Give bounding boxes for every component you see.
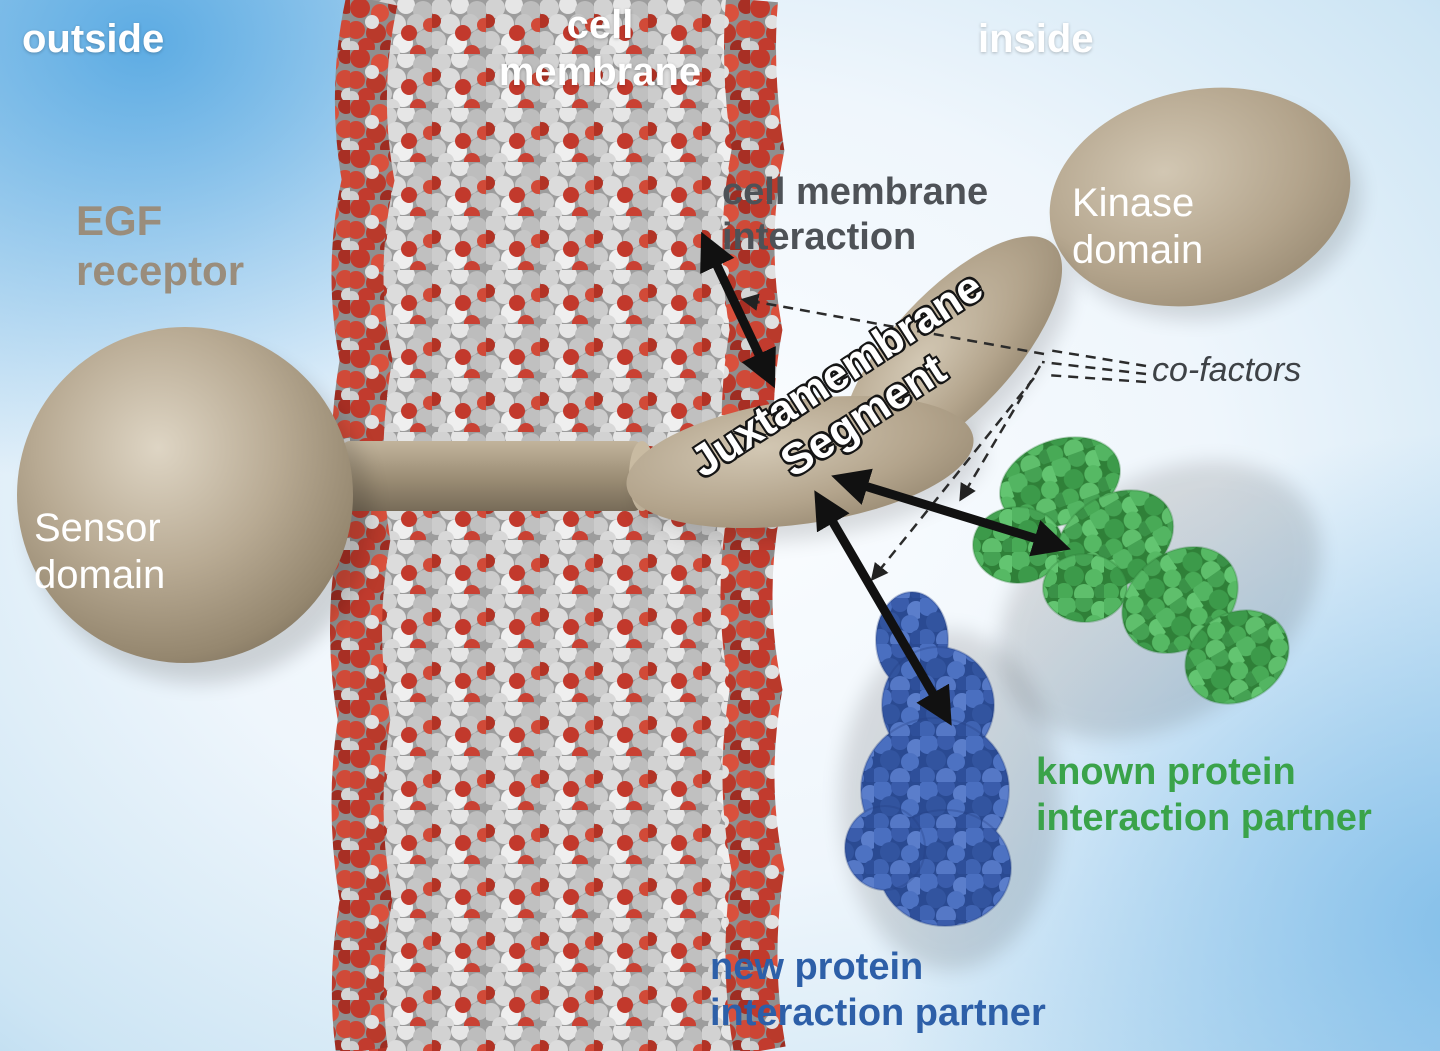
- label-sensor-domain-line2: domain: [34, 553, 166, 598]
- label-new-protein-line2: interaction partner: [710, 991, 1046, 1034]
- label-cell-membrane: cell membrane: [430, 2, 770, 96]
- label-known-protein-partner: known protein interaction partner: [1036, 750, 1372, 841]
- label-cell-membrane-interaction-line1: cell membrane: [722, 171, 989, 213]
- label-sensor-domain: Sensor domain: [34, 505, 165, 599]
- interaction-arrows: [700, 231, 1071, 726]
- label-cell-membrane-interaction: cell membrane interaction: [722, 170, 988, 260]
- label-kinase-domain-line2: domain: [1072, 228, 1204, 273]
- kinase-domain-ellipse: [1049, 87, 1361, 320]
- label-co-factors: co-factors: [1152, 351, 1302, 389]
- label-new-protein-partner: new protein interaction partner: [710, 945, 1046, 1036]
- label-egf-receptor-line1: EGF: [76, 197, 163, 244]
- label-kinase-domain: Kinase domain: [1072, 180, 1203, 274]
- label-sensor-domain-line1: Sensor: [34, 506, 161, 550]
- transmembrane-connector: [342, 441, 655, 511]
- label-known-protein-line2: interaction partner: [1036, 796, 1372, 839]
- label-kinase-domain-line1: Kinase: [1072, 181, 1195, 225]
- arrow-membrane-interaction: [700, 231, 776, 389]
- label-inside: inside: [978, 17, 1094, 61]
- label-cell-membrane-line2: membrane: [498, 50, 702, 95]
- arrow-new-partner: [814, 490, 952, 726]
- label-egf-receptor: EGF receptor: [76, 196, 244, 295]
- sensor-domain-sphere: [17, 327, 372, 683]
- label-known-protein-line1: known protein: [1036, 751, 1296, 793]
- label-new-protein-line1: new protein: [710, 946, 924, 988]
- label-cell-membrane-line1: cell: [566, 3, 634, 47]
- label-outside: outside: [22, 17, 165, 61]
- label-egf-receptor-line2: receptor: [76, 246, 245, 294]
